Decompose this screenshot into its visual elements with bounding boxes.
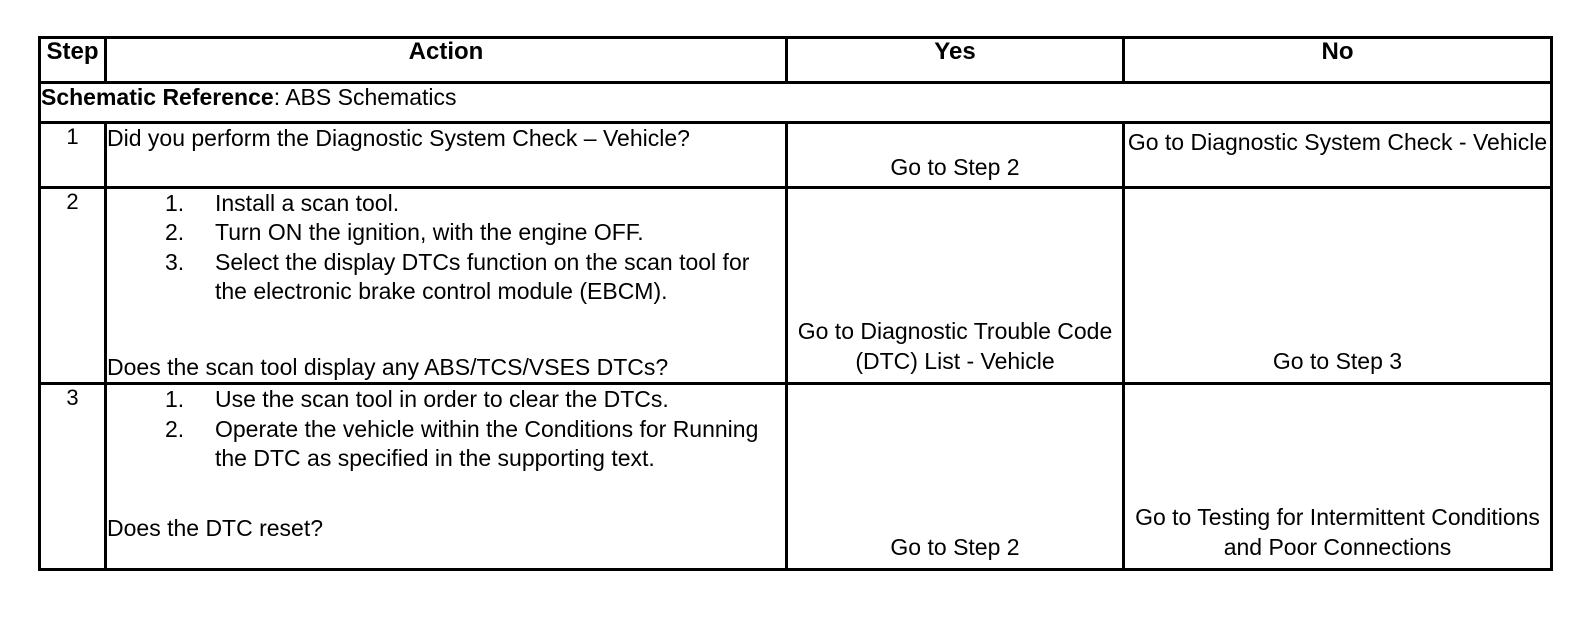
- list-item-text: Operate the vehicle within the Condition…: [215, 415, 759, 472]
- list-item: 1. Install a scan tool.: [107, 189, 785, 218]
- list-item-number: 3.: [165, 248, 185, 275]
- yes-answer-cell: Go to Step 2: [785, 382, 1125, 572]
- action-question: Did you perform the Diagnostic System Ch…: [107, 125, 690, 151]
- yes-answer-text: Go to Step 2: [890, 154, 1020, 181]
- action-step-list: 1. Use the scan tool in order to clear t…: [107, 385, 785, 473]
- yes-answer-cell: Go to Step 2: [785, 121, 1125, 189]
- step-number-cell: 3: [38, 382, 107, 572]
- step-number-cell: 1: [38, 121, 107, 189]
- list-item-number: 2.: [165, 219, 185, 246]
- column-header-action: Action: [104, 36, 788, 84]
- spacer: [107, 474, 785, 514]
- no-answer-text: Go to Diagnostic System Check - Vehicle: [1127, 129, 1548, 155]
- list-item-number: 2.: [165, 415, 185, 442]
- schematic-reference-cell: Schematic Reference: ABS Schematics: [38, 81, 1553, 124]
- list-item: 1. Use the scan tool in order to clear t…: [107, 385, 785, 414]
- list-item: 3. Select the display DTCs function on t…: [107, 248, 785, 307]
- no-answer-cell: Go to Step 3: [1122, 185, 1553, 386]
- step-number-cell: 2: [38, 185, 107, 386]
- table-row: 3 1. Use the scan tool in order to clear…: [38, 382, 1553, 572]
- list-item-text: Select the display DTCs function on the …: [215, 248, 750, 305]
- schematic-reference-row: Schematic Reference: ABS Schematics: [38, 81, 1553, 124]
- table-header: Step Action Yes No: [38, 36, 1553, 84]
- list-item: 2. Operate the vehicle within the Condit…: [107, 415, 785, 474]
- diagnostic-procedure-table: Step Action Yes No Schematic Reference: …: [38, 36, 1553, 572]
- no-answer-cell: Go to Diagnostic System Check - Vehicle: [1122, 121, 1553, 189]
- list-item-text: Install a scan tool.: [215, 190, 400, 216]
- yes-answer-text: Go to Step 2: [890, 533, 1020, 560]
- schematic-reference-value: : ABS Schematics: [273, 84, 457, 110]
- table-header-row: Step Action Yes No: [38, 36, 1553, 84]
- action-question: Does the scan tool display any ABS/TCS/V…: [107, 353, 669, 380]
- spacer: [107, 307, 785, 353]
- table-row: 1 Did you perform the Diagnostic System …: [38, 121, 1553, 189]
- list-item-number: 1.: [165, 386, 185, 413]
- no-answer-text: Go to Step 3: [1272, 347, 1403, 374]
- yes-answer-text: Go to Diagnostic Trouble Code (DTC) List…: [797, 318, 1113, 374]
- list-item-text: Use the scan tool in order to clear the …: [215, 386, 669, 413]
- table-row: 2 1. Install a scan tool. 2. Turn ON the…: [38, 185, 1553, 386]
- action-cell: 1. Use the scan tool in order to clear t…: [104, 382, 788, 572]
- no-answer-cell: Go to Testing for Intermittent Condition…: [1122, 382, 1553, 572]
- action-question: Does the DTC reset?: [107, 514, 324, 541]
- column-header-step: Step: [38, 36, 107, 84]
- table-body: Schematic Reference: ABS Schematics 1 Di…: [38, 81, 1553, 572]
- action-step-list: 1. Install a scan tool. 2. Turn ON the i…: [107, 189, 785, 307]
- list-item-number: 1.: [165, 190, 185, 216]
- column-header-no: No: [1122, 36, 1553, 84]
- yes-answer-cell: Go to Diagnostic Trouble Code (DTC) List…: [785, 185, 1125, 386]
- list-item: 2. Turn ON the ignition, with the engine…: [107, 218, 785, 247]
- column-header-yes: Yes: [785, 36, 1125, 84]
- list-item-text: Turn ON the ignition, with the engine OF…: [215, 219, 644, 246]
- schematic-reference-label: Schematic Reference: [41, 84, 274, 110]
- action-cell: Did you perform the Diagnostic System Ch…: [104, 121, 788, 189]
- no-answer-text: Go to Testing for Intermittent Condition…: [1135, 504, 1540, 560]
- action-cell: 1. Install a scan tool. 2. Turn ON the i…: [104, 185, 788, 386]
